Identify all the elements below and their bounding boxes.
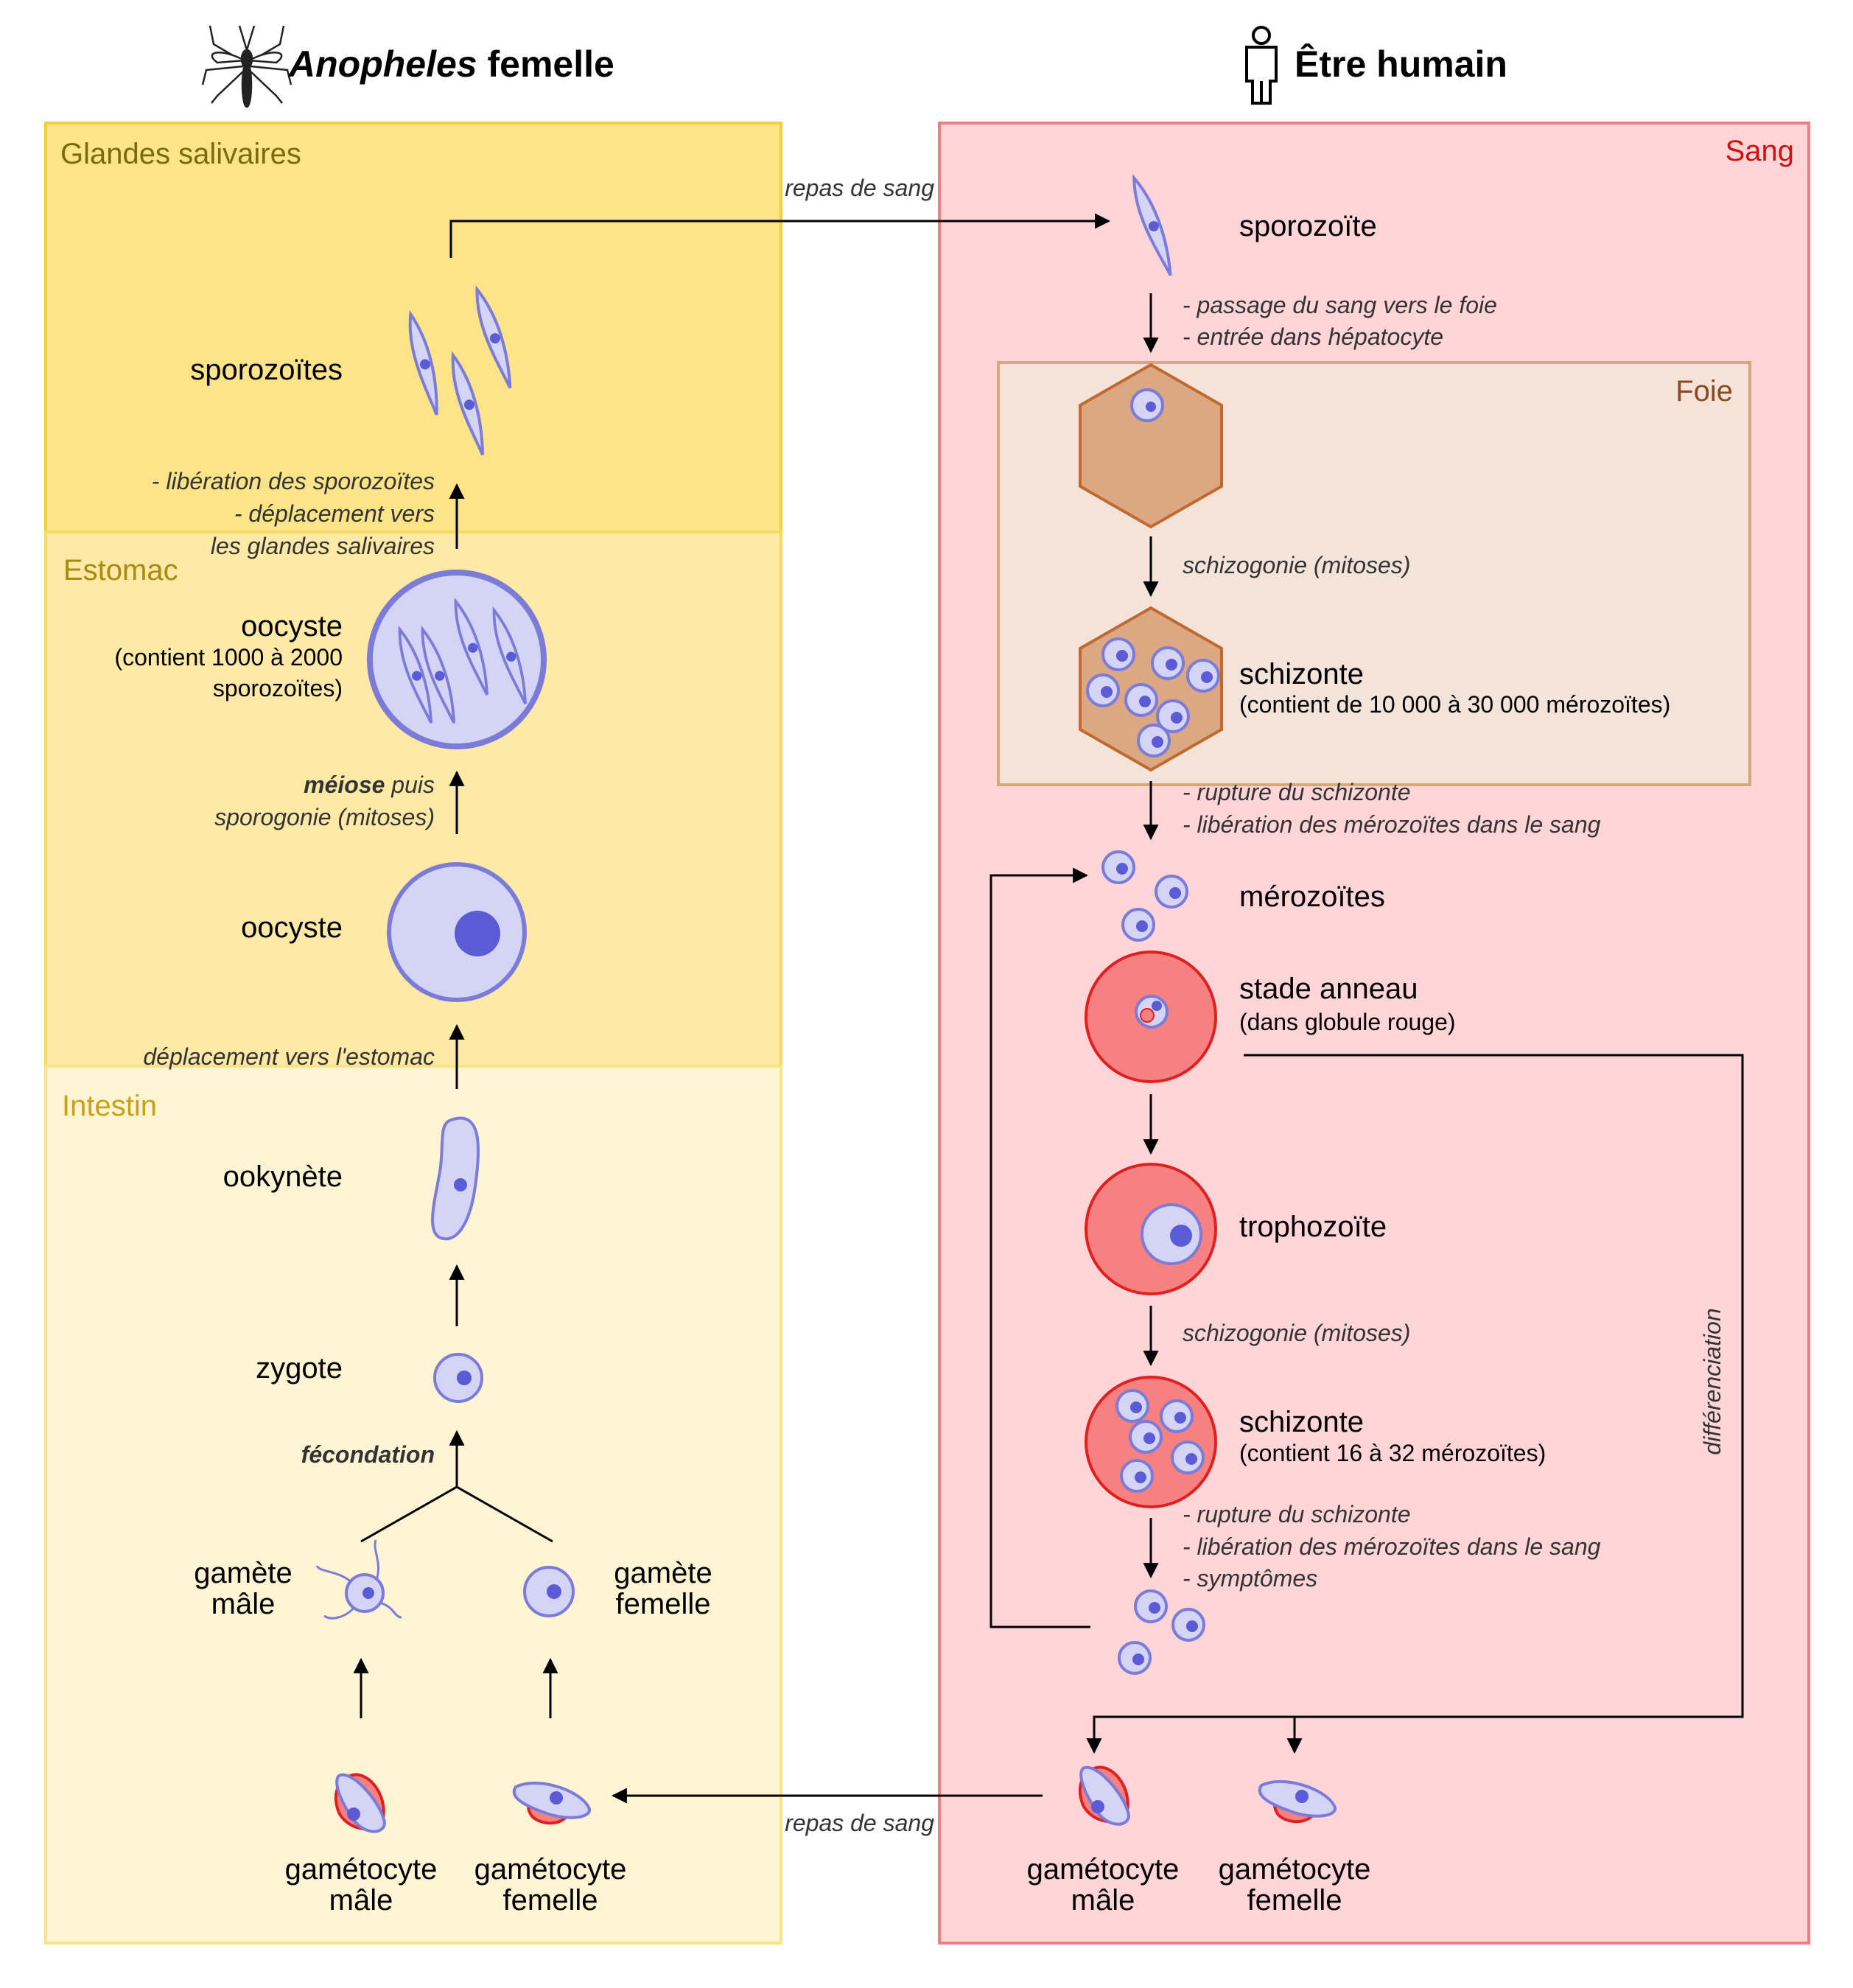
- gametocyte-femelle-mosquito: [512, 1781, 591, 1825]
- left-title: Anopheles femelle: [287, 43, 614, 85]
- label-ookynete: ookynète: [223, 1161, 343, 1193]
- label-gametocyte-male-2: mâle: [329, 1884, 393, 1917]
- label-gametocyte-femelle-2: femelle: [503, 1884, 598, 1917]
- arrow-reinfection-loop: [989, 867, 1090, 1628]
- note-passage-2: - entrée dans hépatocyte: [1183, 323, 1443, 350]
- note-differenciation: différenciation: [1699, 1308, 1726, 1455]
- ring-stage: [1085, 951, 1217, 1083]
- human-icon: [1245, 26, 1278, 105]
- label-gamete-male-2: mâle: [211, 1588, 276, 1620]
- gamete-femelle: [523, 1566, 575, 1617]
- note-fecondation: fécondation: [301, 1441, 435, 1468]
- label-zygote: zygote: [256, 1352, 343, 1385]
- label-sporozoite: sporozoïte: [1239, 210, 1377, 242]
- label-gametocyte-femelle-human-1: gamétocyte: [1219, 1853, 1371, 1886]
- note-liberation-3: les glandes salivaires: [211, 533, 435, 559]
- gametocyte-femelle-human: [1258, 1779, 1337, 1824]
- schizont-blood: [1085, 1376, 1217, 1508]
- hepatocyte: [1079, 363, 1223, 529]
- note-rupture-1: - rupture du schizonte: [1183, 779, 1411, 805]
- region-label-intestin: Intestin: [62, 1090, 157, 1122]
- note-rupture2-3: - symptômes: [1183, 1565, 1317, 1592]
- label-schizonte-foie: schizonte: [1239, 658, 1364, 690]
- label-oocyste-mature: oocyste: [241, 610, 343, 643]
- gamete-male: [315, 1539, 402, 1620]
- arrow-differenciation: [1086, 1054, 1744, 1754]
- label-oocyste: oocyste: [241, 911, 343, 944]
- note-rupture2-1: - rupture du schizonte: [1183, 1501, 1411, 1527]
- label-gametocyte-male-1: gamétocyte: [285, 1853, 438, 1886]
- left-title-rest: femelle: [477, 43, 614, 85]
- label-schizonte-sang: schizonte: [1239, 1406, 1364, 1438]
- note-repas-top: repas de sang: [785, 175, 934, 201]
- label-stade-anneau: stade anneau: [1239, 973, 1418, 1005]
- note-liberation-1: - libération des sporozoïtes: [152, 468, 435, 494]
- gametocyte-male-mosquito: [334, 1773, 387, 1833]
- note-meiose-bold: méiose: [304, 771, 385, 798]
- label-merozoites: mérozoïtes: [1239, 881, 1385, 913]
- label-gametocyte-male-human-2: mâle: [1071, 1884, 1135, 1917]
- note-passage-1: - passage du sang vers le foie: [1183, 292, 1497, 318]
- label-oocyste-mature-sub-1: (contient 1000 à 2000: [114, 644, 343, 671]
- note-meiose-rest: puis: [385, 771, 435, 798]
- label-gametocyte-femelle-human-2: femelle: [1247, 1884, 1342, 1917]
- note-liberation-2: - déplacement vers: [234, 500, 435, 527]
- mosquito-icon: [201, 25, 293, 108]
- oocyst-mature: [367, 570, 547, 749]
- left-title-italic: Anopheles: [287, 43, 477, 85]
- oocyst: [387, 862, 527, 1002]
- note-meiose: méiose puis: [304, 771, 435, 798]
- label-schizonte-foie-sub: (contient de 10 000 à 30 000 mérozoïtes): [1239, 691, 1670, 718]
- note-sporogonie: sporogonie (mitoses): [214, 804, 435, 830]
- note-schizogonie-foie: schizogonie (mitoses): [1183, 552, 1410, 578]
- right-title: Être humain: [1295, 43, 1507, 85]
- gametocyte-male-human: [1078, 1765, 1131, 1826]
- label-gamete-femelle-2: femelle: [616, 1588, 711, 1620]
- note-deplacement-estomac: déplacement vers l'estomac: [143, 1043, 435, 1070]
- arrow-repas-de-sang-top: [449, 213, 1111, 258]
- trophozoite: [1085, 1163, 1217, 1295]
- schizont-liver: [1079, 606, 1223, 772]
- region-label-estomac: Estomac: [63, 554, 178, 587]
- label-gamete-femelle-1: gamète: [614, 1557, 712, 1589]
- region-intestin: [44, 1065, 782, 1945]
- zygote: [433, 1353, 483, 1403]
- label-schizonte-sang-sub: (contient 16 à 32 mérozoïtes): [1239, 1440, 1546, 1466]
- label-sporozoites: sporozoïtes: [190, 354, 343, 386]
- ookinete: [431, 1116, 480, 1241]
- label-gamete-male-1: gamète: [194, 1557, 292, 1589]
- label-gametocyte-male-human-1: gamétocyte: [1027, 1853, 1180, 1886]
- label-gametocyte-femelle-1: gamétocyte: [474, 1853, 627, 1886]
- note-schizogonie-sang: schizogonie (mitoses): [1183, 1320, 1410, 1346]
- region-label-sang: Sang: [1726, 135, 1794, 167]
- region-label-glandes: Glandes salivaires: [60, 138, 301, 170]
- region-label-foie: Foie: [1675, 375, 1733, 407]
- note-rupture-2: - libération des mérozoïtes dans le sang: [1183, 811, 1601, 838]
- label-oocyste-mature-sub-2: sporozoïtes): [213, 675, 343, 701]
- note-repas-bottom: repas de sang: [785, 1810, 934, 1836]
- label-stade-anneau-sub: (dans globule rouge): [1239, 1009, 1456, 1035]
- note-rupture2-2: - libération des mérozoïtes dans le sang: [1183, 1533, 1601, 1560]
- label-trophozoite: trophozoïte: [1239, 1211, 1387, 1243]
